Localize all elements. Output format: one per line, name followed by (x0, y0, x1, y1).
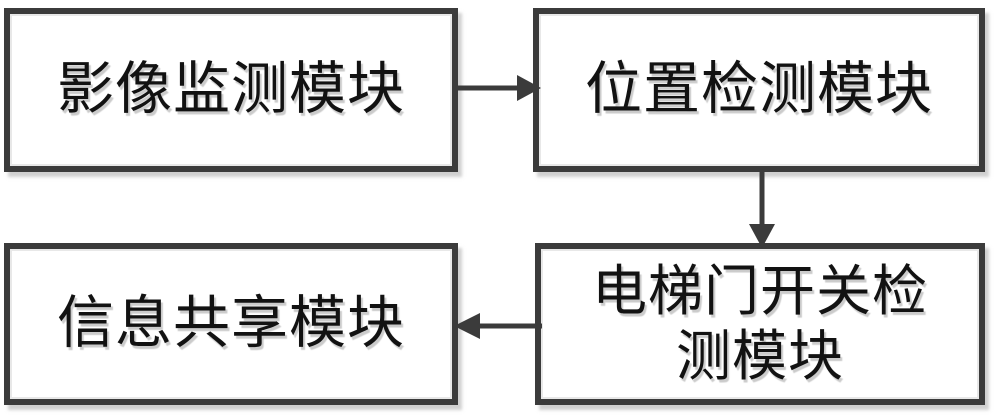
node-image-monitor-inner: 影像监测模块 (10, 14, 452, 166)
node-info-share[interactable]: 信息共享模块 (4, 243, 458, 405)
node-door-detect[interactable]: 电梯门开关检 测模块 (535, 243, 985, 405)
node-position-detect-label: 位置检测模块 (585, 56, 933, 123)
node-door-detect-inner: 电梯门开关检 测模块 (541, 249, 979, 399)
node-info-share-label: 信息共享模块 (57, 290, 405, 357)
node-info-share-inner: 信息共享模块 (10, 249, 452, 399)
node-image-monitor[interactable]: 影像监测模块 (4, 8, 458, 172)
connector-door-to-info-arrow-left (454, 313, 542, 339)
node-image-monitor-label: 影像监测模块 (57, 56, 405, 123)
node-position-detect-inner: 位置检测模块 (539, 14, 979, 166)
node-door-detect-label: 电梯门开关检 测模块 (591, 259, 928, 388)
node-position-detect[interactable]: 位置检测模块 (533, 8, 985, 172)
connector-image-to-position-arrow-right (455, 75, 541, 101)
connector-position-to-door-arrow-down (749, 168, 775, 248)
